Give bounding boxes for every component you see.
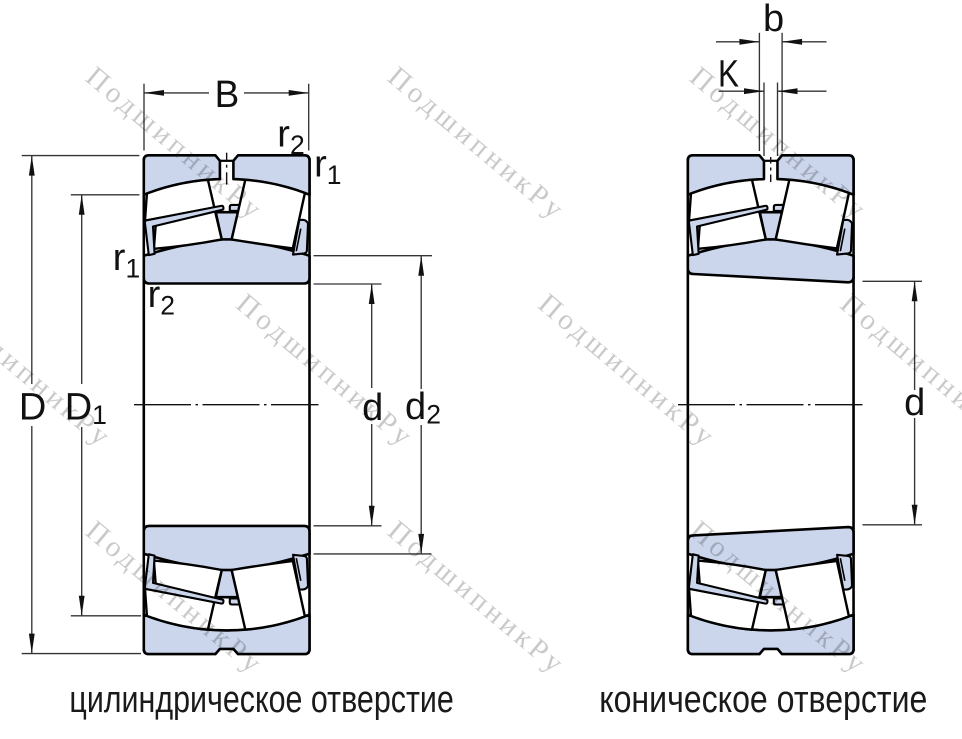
svg-text:коническое отверстие: коническое отверстие [599,679,927,721]
svg-text:d: d [904,382,925,424]
svg-text:D: D [19,387,46,429]
svg-text:r1: r1 [314,143,341,190]
svg-text:b: b [763,0,784,40]
svg-text:K: K [718,54,739,96]
svg-text:B: B [215,74,240,116]
svg-text:цилиндрическое отверстие: цилиндрическое отверстие [69,679,453,721]
svg-text:d2: d2 [405,386,441,430]
svg-text:r2: r2 [148,274,175,321]
svg-text:d: d [362,387,383,429]
